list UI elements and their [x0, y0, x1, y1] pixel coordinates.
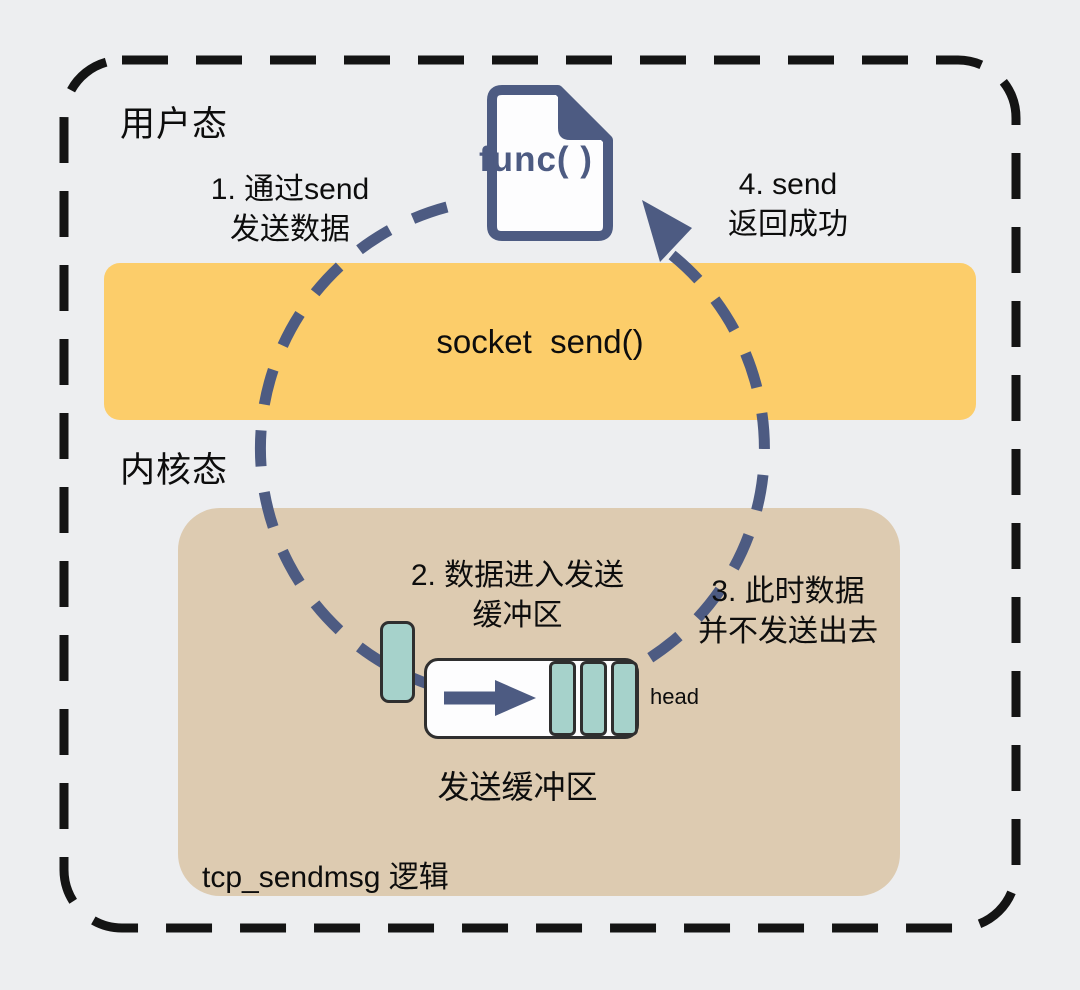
boundary-rect — [59, 55, 1021, 933]
buffer-data-block-3 — [611, 661, 638, 736]
step1-line1: 1. 通过send — [210, 173, 370, 206]
step2-label: 2. 数据进入发送 缓冲区 — [390, 556, 645, 636]
step3-label: 3. 此时数据 并不发送出去 — [668, 572, 908, 652]
step1-line2: 发送数据 — [230, 213, 350, 246]
step4-line1: 4. send — [738, 168, 838, 201]
buffer-data-block-2 — [580, 661, 607, 736]
step4-label: 4. send 返回成功 — [698, 165, 878, 245]
kernel-mode-label: 内核态 — [120, 451, 229, 490]
file-fold-corner — [558, 90, 608, 140]
step1-label: 1. 通过send 发送数据 — [190, 170, 390, 250]
func-icon-label: func( ) — [479, 140, 593, 179]
socket-send-label: socket send() — [436, 322, 644, 360]
step2-line1: 2. 数据进入发送 — [410, 559, 625, 592]
step2-line2: 缓冲区 — [472, 599, 563, 632]
arrow-head — [495, 680, 536, 716]
data-into-buffer-arrow-icon — [444, 680, 536, 716]
step3-line2: 并不发送出去 — [698, 615, 878, 648]
step3-line1: 3. 此时数据 — [711, 575, 865, 608]
buffer-data-block-1 — [549, 661, 576, 736]
head-pointer-label: head — [650, 684, 699, 709]
socket-send-bar: socket send() — [104, 263, 976, 420]
tcp-sendmsg-label: tcp_sendmsg 逻辑 — [202, 861, 449, 894]
send-buffer-caption: 发送缓冲区 — [437, 769, 598, 805]
step4-line2: 返回成功 — [728, 208, 848, 241]
user-mode-label: 用户态 — [120, 105, 229, 144]
func-file-icon — [487, 85, 613, 241]
